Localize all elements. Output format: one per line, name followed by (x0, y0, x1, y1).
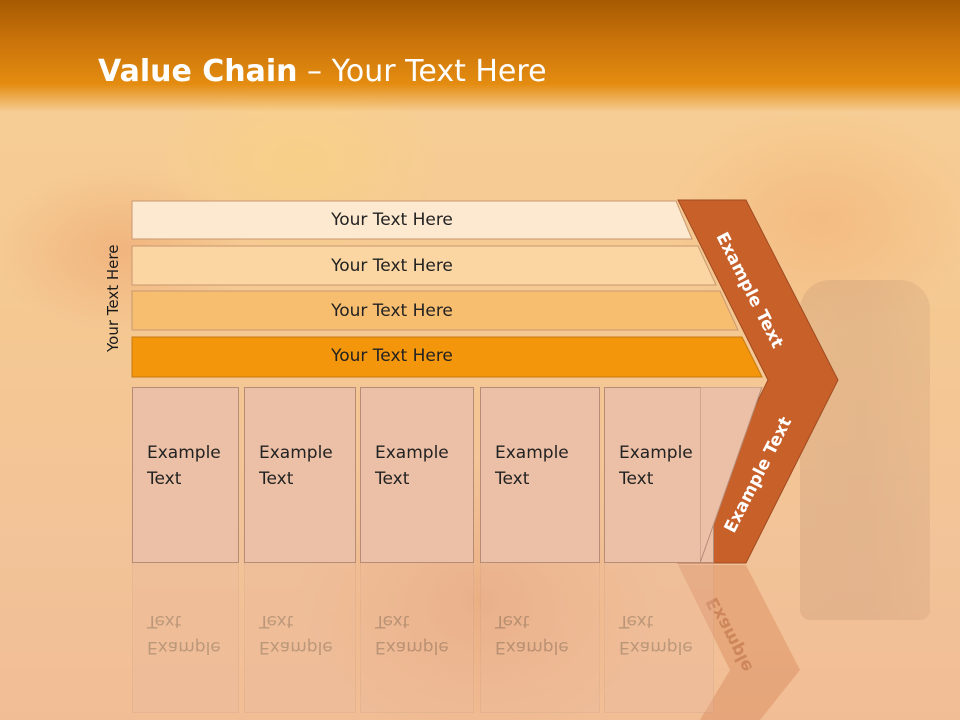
column-3-line2: Text (375, 469, 410, 489)
column-1-line2: Text (147, 469, 182, 489)
row-1-label: Your Text Here (331, 210, 453, 230)
row-4-label: Your Text Here (331, 346, 453, 366)
column-1-line1: Example (147, 443, 221, 463)
column-2-line1: Example (259, 443, 333, 463)
column-5-line2: Text (619, 469, 654, 489)
row-1: Your Text Here (132, 201, 692, 239)
column-2-line2: Text (259, 469, 294, 489)
column-5-slant (700, 387, 763, 564)
column-4-line2: Text (495, 469, 530, 489)
row-4-shape (131, 336, 763, 378)
slide-title: Value Chain – Your Text Here (98, 54, 547, 89)
row-3: Your Text Here (132, 292, 692, 330)
row-3-label: Your Text Here (331, 301, 453, 321)
row-2-label: Your Text Here (331, 256, 453, 276)
row-2: Your Text Here (132, 247, 692, 285)
column-3: Example Text (360, 387, 474, 563)
column-4: Example Text (480, 387, 600, 563)
title-bold: Value Chain (98, 54, 298, 89)
column-4-line1: Example (495, 443, 569, 463)
column-5-line1: Example (619, 443, 693, 463)
column-2: Example Text (244, 387, 356, 563)
header-band (0, 0, 960, 112)
column-3-line1: Example (375, 443, 449, 463)
column-1: Example Text (132, 387, 239, 563)
row-2-shape (131, 245, 717, 286)
background-tree-trunk (800, 280, 930, 620)
row-4: Your Text Here (132, 337, 692, 375)
chevron-shape (677, 199, 839, 564)
row-1-shape (131, 200, 693, 240)
row-3-shape (131, 290, 739, 331)
chevron-reflection (678, 565, 800, 720)
column-5: Example Text (604, 387, 714, 563)
title-rest: – Your Text Here (297, 54, 547, 89)
